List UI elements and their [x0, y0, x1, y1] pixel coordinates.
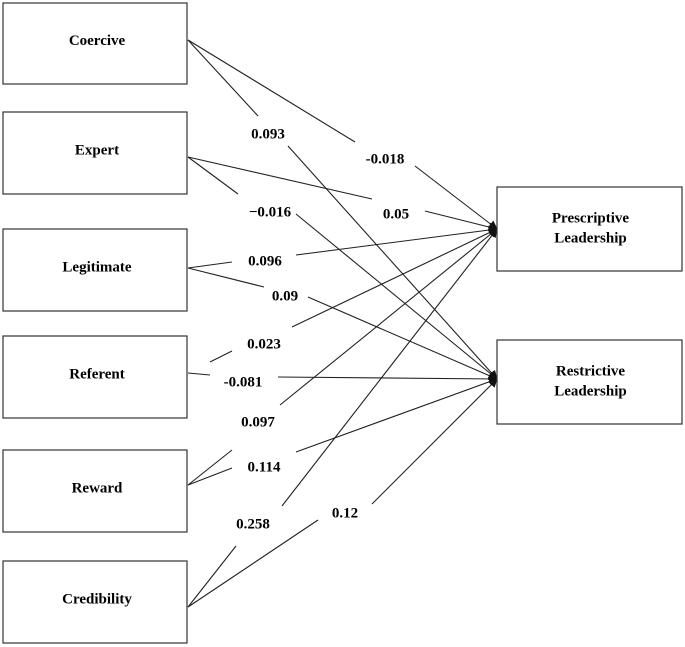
edge-arrow-segment	[279, 228, 498, 406]
predictor-node-credibility: Credibility	[2, 560, 188, 644]
node-box	[496, 339, 683, 425]
node-label: Reward	[72, 480, 123, 496]
edge-arrow-segment	[295, 213, 498, 380]
edge-segment	[187, 156, 373, 200]
edge-arrow-segment	[424, 210, 498, 232]
coefficient-label-legitimate-to-prescriptive: 0.096	[248, 253, 282, 269]
edge-segment	[209, 350, 233, 363]
node-label-line: Leadership	[554, 383, 627, 399]
edge-segment	[187, 467, 233, 486]
edge-segment	[187, 39, 259, 117]
coefficient-label-credibility-to-restrictive: 0.12	[332, 505, 358, 521]
node-label: Legitimate	[62, 259, 131, 275]
edge-segment	[187, 39, 356, 143]
node-box	[2, 228, 188, 312]
node-label-line: Prescriptive	[552, 210, 630, 226]
edge-arrow-segment	[295, 225, 498, 256]
coefficient-label-expert-to-prescriptive: 0.05	[383, 206, 409, 222]
path-edge-credibility-to-restrictive	[187, 378, 498, 608]
path-edge-referent-to-prescriptive	[209, 228, 498, 363]
edges-layer	[187, 39, 498, 608]
predictor-node-coercive: Coercive	[2, 2, 188, 85]
node-label: Coercive	[69, 33, 126, 49]
edge-arrow-segment	[371, 378, 498, 505]
node-box	[2, 560, 188, 644]
node-box	[2, 335, 188, 419]
edge-arrow-segment	[277, 374, 498, 384]
coefficient-label-referent-to-prescriptive: 0.023	[247, 336, 281, 352]
edge-arrow-segment	[291, 228, 498, 328]
coefficient-label-reward-to-prescriptive: 0.097	[241, 414, 275, 430]
edge-arrow-segment	[307, 296, 498, 380]
path-edge-coercive-to-restrictive	[187, 39, 498, 380]
node-box	[2, 449, 188, 533]
path-edge-reward-to-restrictive	[187, 377, 498, 486]
coefficient-label-expert-to-restrictive: −0.016	[249, 204, 292, 220]
predictor-node-reward: Reward	[2, 449, 188, 533]
edge-segment	[187, 267, 265, 288]
path-edge-legitimate-to-prescriptive	[187, 225, 498, 269]
node-label: Referent	[69, 366, 125, 382]
edge-segment	[187, 372, 211, 376]
path-edge-credibility-to-prescriptive	[187, 228, 498, 608]
edge-arrow-segment	[287, 145, 498, 380]
edge-segment	[187, 156, 239, 195]
node-box	[2, 111, 188, 195]
predictor-node-expert: Expert	[2, 111, 188, 195]
edge-arrow-segment	[281, 228, 498, 507]
coefficient-label-referent-to-restrictive: -0.081	[224, 374, 263, 390]
node-label-line: Leadership	[554, 230, 627, 246]
predictor-node-legitimate: Legitimate	[2, 228, 188, 312]
edge-arrow-segment	[414, 165, 498, 230]
node-box	[2, 2, 188, 85]
node-box	[496, 186, 683, 272]
predictor-node-referent: Referent	[2, 335, 188, 419]
edge-segment	[187, 545, 237, 608]
path-edge-reward-to-prescriptive	[187, 228, 498, 486]
coefficient-label-reward-to-restrictive: 0.114	[248, 459, 281, 475]
coefficient-label-legitimate-to-restrictive: 0.09	[272, 288, 298, 304]
coefficient-label-coercive-to-restrictive: 0.093	[251, 126, 285, 142]
edge-arrow-segment	[295, 377, 498, 453]
labels-layer: -0.018 0.093 0.05 −0.016 0.096 0.09 0.023 -0.08…	[224, 126, 410, 532]
edge-segment	[187, 449, 233, 486]
path-edge-expert-to-restrictive	[187, 156, 498, 380]
coefficient-label-credibility-to-prescriptive: 0.258	[236, 516, 270, 532]
edge-segment	[187, 261, 233, 269]
path-edge-coercive-to-prescriptive	[187, 39, 498, 230]
node-label-line: Restrictive	[556, 363, 625, 379]
node-label: Expert	[75, 142, 119, 158]
path-edge-legitimate-to-restrictive	[187, 267, 498, 380]
coefficient-label-coercive-to-prescriptive: -0.018	[366, 151, 405, 167]
node-label: Credibility	[62, 591, 132, 607]
path-edge-expert-to-prescriptive	[187, 156, 498, 232]
edge-segment	[187, 519, 319, 608]
